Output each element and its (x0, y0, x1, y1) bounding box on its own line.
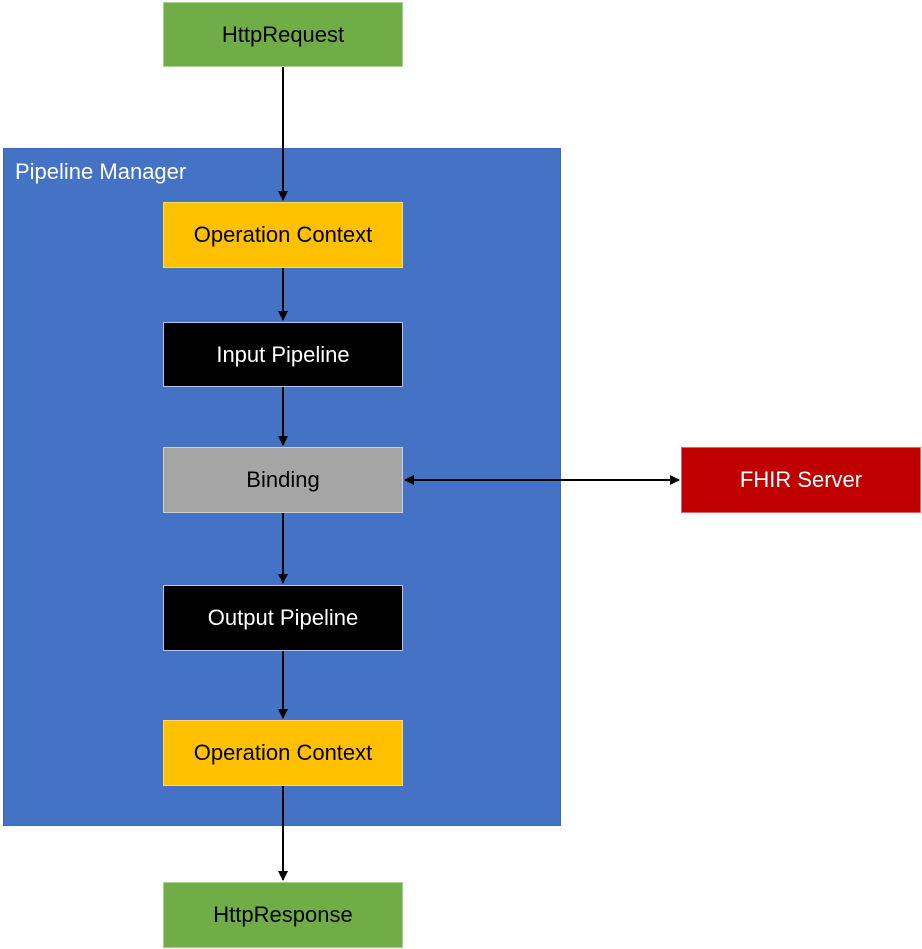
input-pipeline-node: Input Pipeline (163, 322, 403, 387)
binding-label: Binding (246, 467, 320, 492)
operation-context-out-label: Operation Context (193, 740, 373, 765)
fhir-server-node: FHIR Server (681, 447, 921, 513)
binding-node: Binding (163, 447, 403, 513)
output-pipeline-label: Output Pipeline (207, 605, 359, 630)
http-request-label: HttpRequest (221, 21, 345, 47)
http-request-node: HttpRequest (163, 2, 403, 67)
http-response-label: HttpResponse (213, 902, 353, 927)
output-pipeline-node: Output Pipeline (163, 585, 403, 651)
pipeline-manager-title: Pipeline Manager (15, 159, 187, 184)
operation-context-out-node: Operation Context (163, 720, 403, 786)
operation-context-in-label: Operation Context (193, 222, 373, 247)
http-response-node: HttpResponse (163, 882, 403, 948)
input-pipeline-label: Input Pipeline (216, 341, 350, 367)
fhir-server-label: FHIR Server (739, 467, 863, 492)
operation-context-in-node: Operation Context (163, 202, 403, 268)
